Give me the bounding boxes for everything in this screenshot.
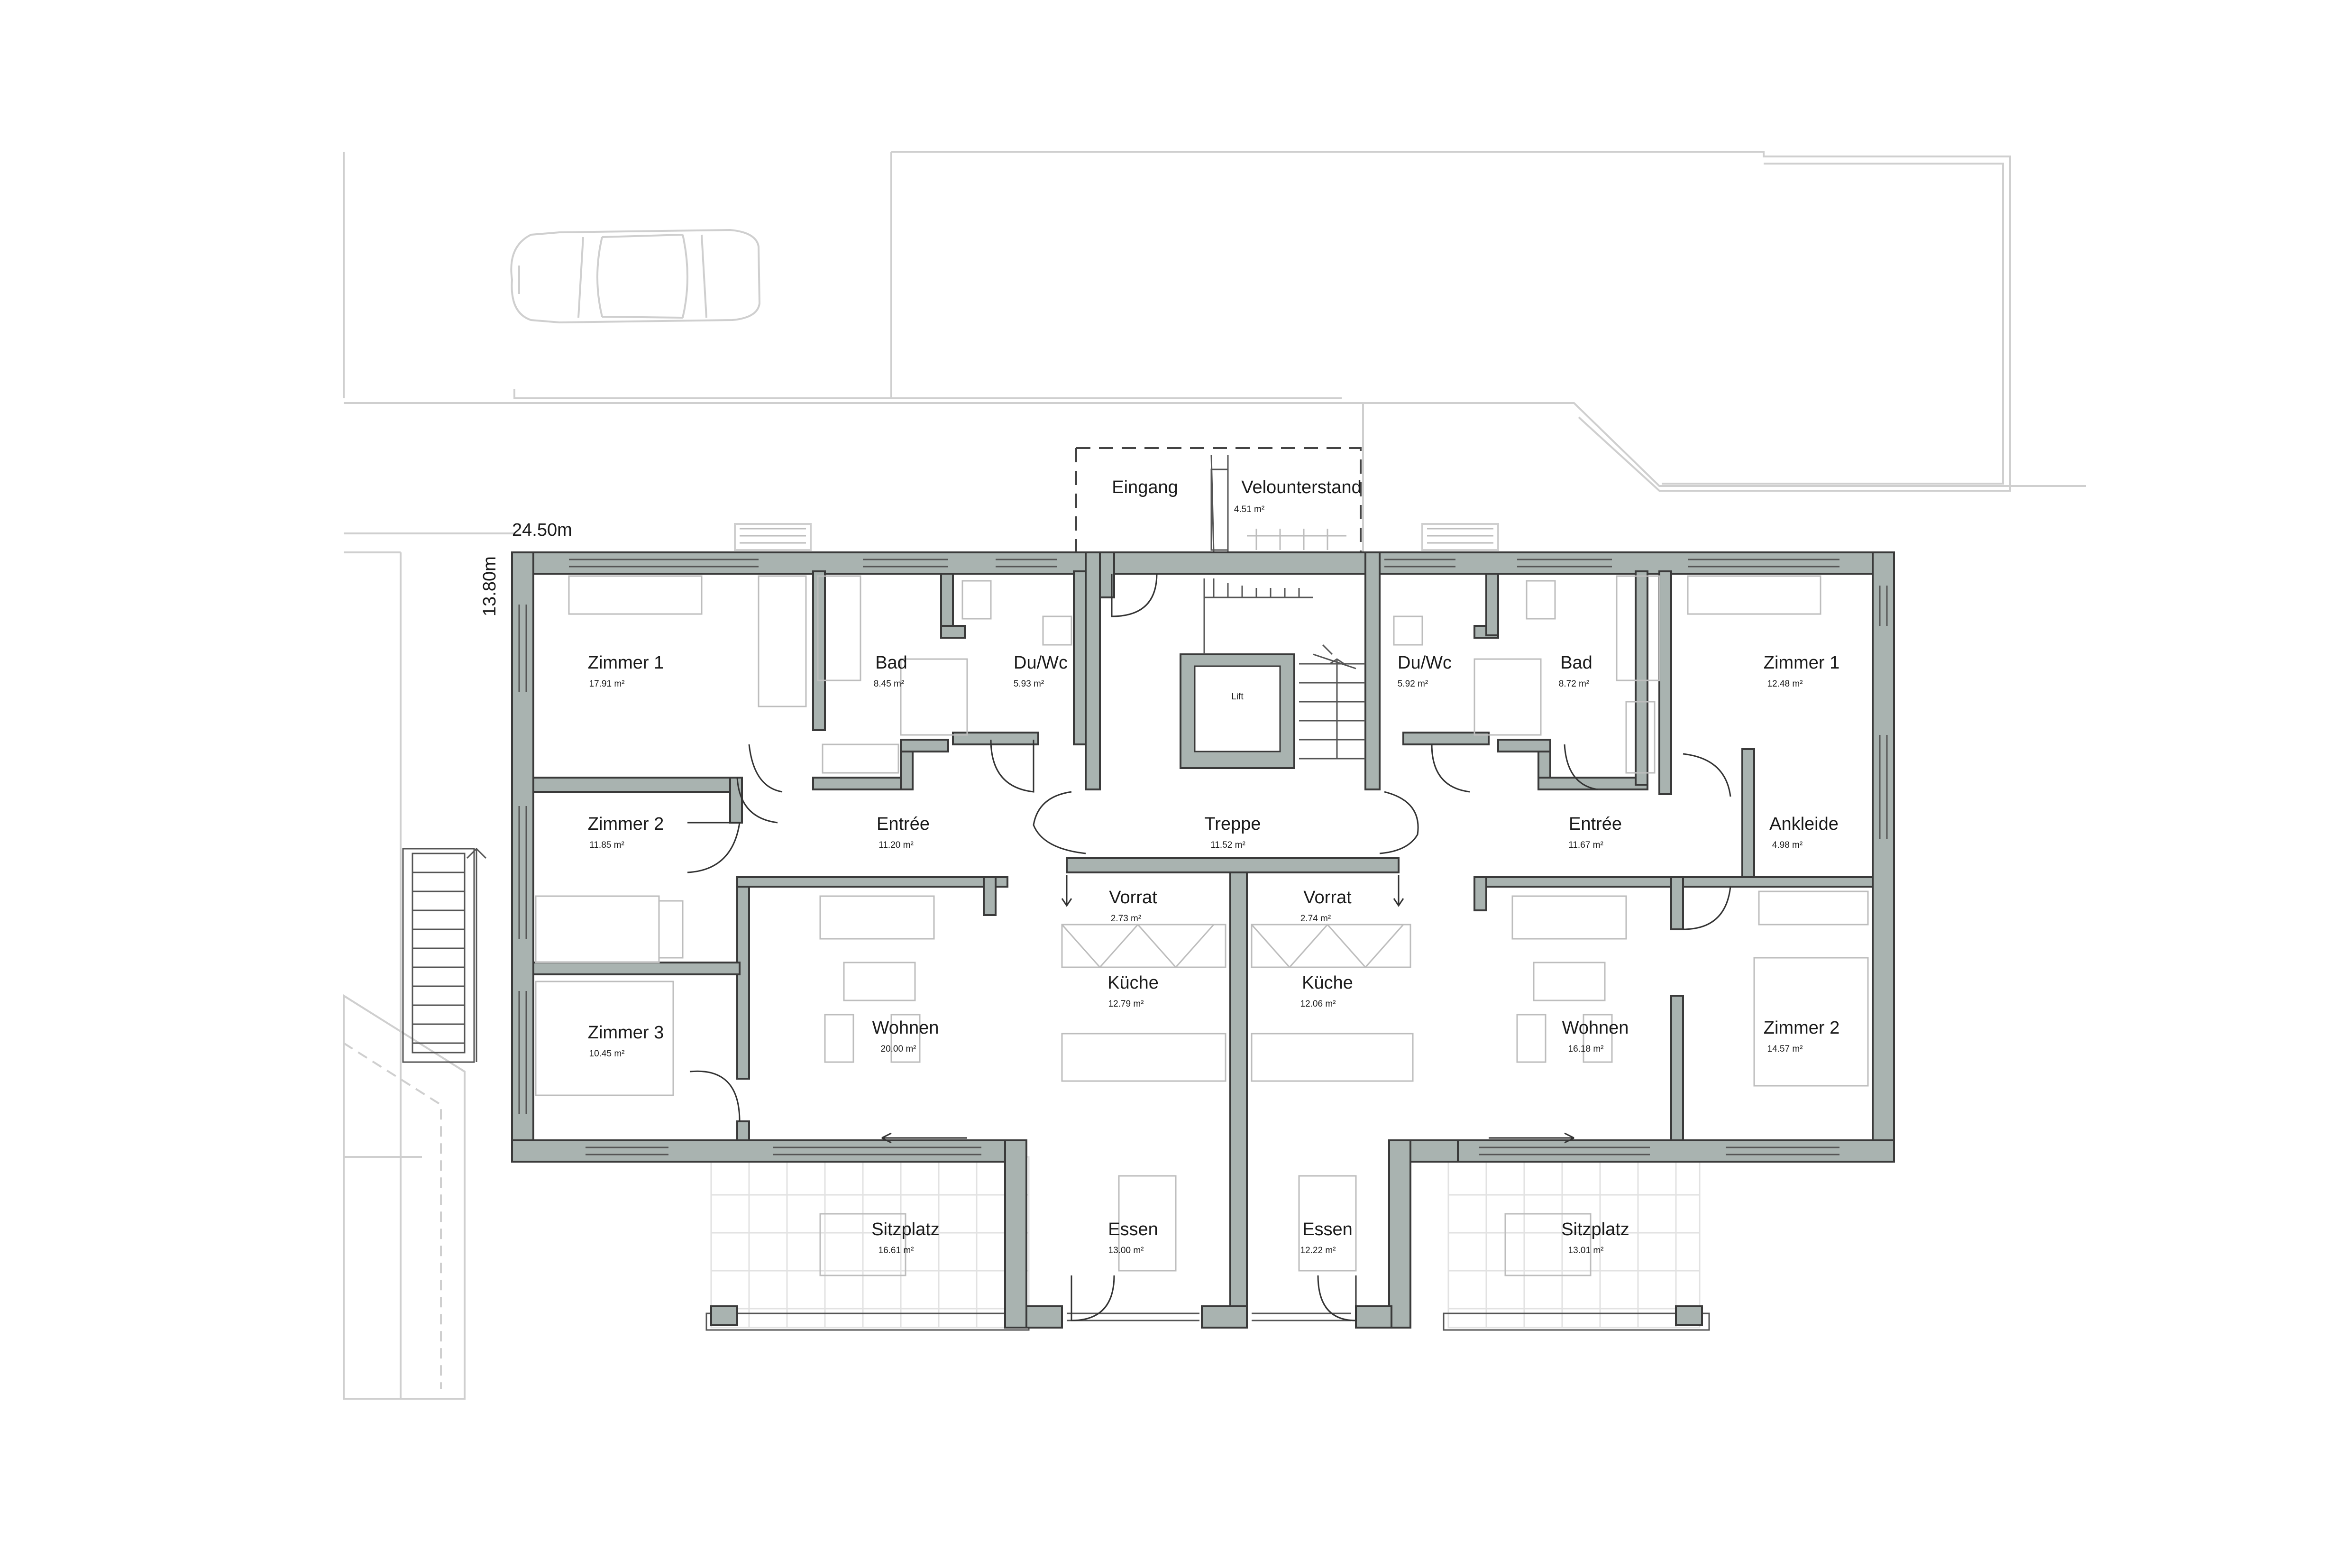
room-l-bad-name: Bad (875, 653, 907, 673)
room-r-sitzplatz-area: 13.01 m² (1568, 1246, 1604, 1256)
lift-label: Lift (1231, 692, 1244, 702)
room-r-entree-area: 11.67 m² (1568, 840, 1603, 850)
room-eingang-name: Eingang (1112, 477, 1178, 497)
site-context (343, 151, 2086, 1400)
room-l-zimmer1-name: Zimmer 1 (588, 653, 664, 673)
room-r-wohnen-name: Wohnen (1562, 1018, 1629, 1038)
room-l-zimmer3-area: 10.45 m² (589, 1049, 625, 1059)
room-r-kueche-name: Küche (1302, 973, 1353, 993)
room-l-sitzplatz-area: 16.61 m² (879, 1246, 914, 1256)
room-r-essen-name: Essen (1302, 1220, 1353, 1239)
room-l-entree-area: 11.20 m² (879, 840, 914, 850)
room-l-vorrat-name: Vorrat (1109, 888, 1157, 908)
room-r-bad-name: Bad (1560, 653, 1592, 673)
room-l-entree-name: Entrée (877, 814, 930, 834)
terrace-left (705, 1156, 1030, 1331)
room-r-sitzplatz-name: Sitzplatz (1561, 1220, 1629, 1239)
car-outline (510, 229, 761, 324)
room-treppe-name: Treppe (1205, 814, 1261, 834)
doors (687, 573, 1731, 1321)
walls (511, 551, 1895, 1329)
room-l-duwc-area: 5.93 m² (1014, 679, 1044, 689)
room-velo-area: 4.51 m² (1234, 504, 1264, 514)
room-l-sitzplatz-name: Sitzplatz (871, 1220, 940, 1239)
room-labels: Eingang Velounterstand 4.51 m² Zimmer 1 … (588, 477, 1840, 1256)
room-l-essen-area: 13.00 m² (1108, 1246, 1144, 1256)
room-r-ankleide-name: Ankleide (1769, 814, 1839, 834)
room-r-ankleide-area: 4.98 m² (1772, 840, 1803, 850)
room-l-bad-area: 8.45 m² (874, 679, 904, 689)
terrace-post-left (710, 1305, 738, 1326)
room-r-bad-area: 8.72 m² (1559, 679, 1589, 689)
room-r-zimmer2-area: 14.57 m² (1767, 1044, 1803, 1054)
room-r-essen-area: 12.22 m² (1300, 1246, 1336, 1256)
room-r-zimmer1-area: 12.48 m² (1767, 679, 1803, 689)
furniture (535, 575, 1869, 1276)
room-r-wohnen-area: 16.18 m² (1568, 1044, 1604, 1054)
room-r-vorrat-name: Vorrat (1303, 888, 1352, 908)
exterior-stair (402, 847, 487, 1063)
terrace-post-right (1675, 1305, 1703, 1326)
room-l-wohnen-area: 20.00 m² (881, 1044, 916, 1054)
room-l-zimmer2-name: Zimmer 2 (588, 814, 664, 834)
main-stair (1203, 578, 1365, 760)
room-r-zimmer1-name: Zimmer 1 (1764, 653, 1840, 673)
grate-left (734, 523, 812, 551)
width-dimension: 24.50m (512, 520, 572, 540)
room-l-zimmer1-area: 17.91 m² (589, 679, 625, 689)
room-l-wohnen-name: Wohnen (872, 1018, 939, 1038)
room-l-vorrat-area: 2.73 m² (1111, 914, 1141, 924)
room-r-entree-name: Entrée (1569, 814, 1622, 834)
room-r-vorrat-area: 2.74 m² (1300, 914, 1331, 924)
room-l-zimmer3-name: Zimmer 3 (588, 1023, 664, 1043)
room-l-duwc-name: Du/Wc (1014, 653, 1068, 673)
room-l-zimmer2-area: 11.85 m² (589, 840, 624, 850)
room-r-kueche-area: 12.06 m² (1300, 999, 1336, 1009)
room-velo-name: Velounterstand (1241, 477, 1362, 497)
terrace-right (1443, 1156, 1710, 1331)
grate-right (1421, 523, 1499, 551)
room-l-kueche-name: Küche (1107, 973, 1159, 993)
room-treppe-area: 11.52 m² (1210, 840, 1245, 850)
room-l-kueche-area: 12.79 m² (1108, 999, 1144, 1009)
room-r-duwc-name: Du/Wc (1398, 653, 1452, 673)
depth-dimension: 13.80m (480, 556, 500, 616)
room-l-essen-name: Essen (1108, 1220, 1158, 1239)
room-r-zimmer2-name: Zimmer 2 (1764, 1018, 1840, 1038)
room-r-duwc-area: 5.92 m² (1398, 679, 1428, 689)
entrance-canopy (1075, 447, 1362, 553)
